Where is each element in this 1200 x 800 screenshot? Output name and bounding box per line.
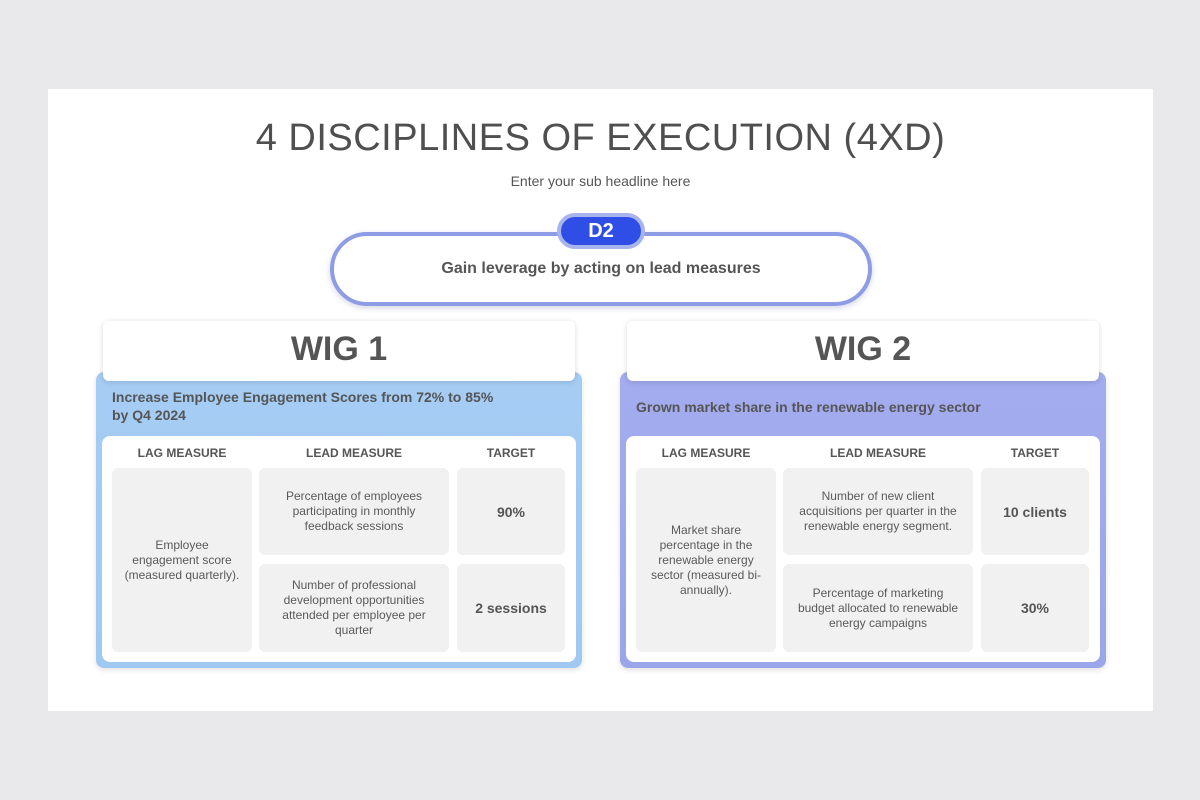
wig2-lag-cell: Market share percentage in the renewable… — [636, 468, 776, 652]
discipline-badge: D2 — [557, 213, 645, 249]
wig1-lead2-cell: Number of professional development oppor… — [259, 564, 449, 652]
wig1-title: WIG 1 — [103, 321, 575, 381]
wig1-table: LAG MEASURE LEAD MEASURE TARGET Employee… — [102, 436, 576, 662]
wig2-target2-cell: 30% — [981, 564, 1089, 652]
wig1-target1-cell: 90% — [457, 468, 565, 555]
wig2-target1-cell: 10 clients — [981, 468, 1089, 555]
page-title: 4 DISCIPLINES OF EXECUTION (4XD) — [255, 117, 946, 159]
wig2-lead1-cell: Number of new client acquisitions per qu… — [783, 468, 973, 555]
wig1-goal-line2: by Q4 2024 — [112, 407, 186, 423]
wig1-goal-line1: Increase Employee Engagement Scores from… — [112, 389, 494, 405]
wig2-col-lag: LAG MEASURE — [661, 446, 751, 460]
wig1-panel: Increase Employee Engagement Scores from… — [96, 372, 582, 668]
wig1-col-target: TARGET — [486, 446, 536, 460]
page-subtitle: Enter your sub headline here — [510, 173, 691, 189]
slide: 4 DISCIPLINES OF EXECUTION (4XD) Enter y… — [48, 89, 1153, 711]
wig1-col-lead: LEAD MEASURE — [305, 446, 402, 460]
wig1-goal: Increase Employee Engagement Scores from… — [112, 388, 493, 424]
wig1-col-lag: LAG MEASURE — [137, 446, 227, 460]
wig2-goal: Grown market share in the renewable ener… — [636, 399, 981, 415]
discipline-text: Gain leverage by acting on lead measures — [441, 260, 761, 277]
wig2-lead2-cell: Percentage of marketing budget allocated… — [783, 564, 973, 652]
wig2-col-lead: LEAD MEASURE — [829, 446, 926, 460]
wig1-lag-cell: Employee engagement score (measured quar… — [112, 468, 252, 652]
wig2-panel: Grown market share in the renewable ener… — [620, 372, 1106, 668]
wig2-col-target: TARGET — [1010, 446, 1060, 460]
wig1-lead1-cell: Percentage of employees participating in… — [259, 468, 449, 555]
wig2-table: LAG MEASURE LEAD MEASURE TARGET Market s… — [626, 436, 1100, 662]
wig1-target2-cell: 2 sessions — [457, 564, 565, 652]
wig2-title: WIG 2 — [627, 321, 1099, 381]
